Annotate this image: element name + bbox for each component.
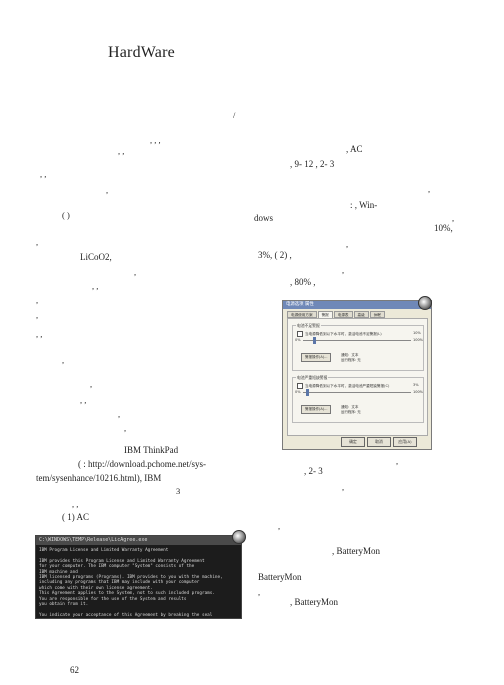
text-fragment: , 2- 3 [304, 466, 323, 476]
text-fragment: , , [92, 281, 99, 291]
low-battery-group: 电池不足警报 当电源降低到以下水平时，激活电池不足警报(L) 10% 0% 10… [292, 323, 424, 371]
text-fragment: , , , [150, 135, 161, 145]
console-line: IBM licensed programs (Programs). IBM pr… [39, 575, 223, 581]
console-title-bar: C:\WINDOWS\TEMP\Release\LicAgree.exe [36, 536, 241, 545]
slider-max-label: 100% [413, 390, 424, 394]
text-fragment: , , [40, 169, 47, 179]
text-fragment: , [118, 409, 121, 419]
text-fragment: , [62, 355, 65, 365]
figure-marker-icon [232, 530, 246, 544]
text-fragment: , [106, 185, 109, 195]
tab-power-meter[interactable]: 电源表 [333, 311, 353, 318]
page-number: 62 [70, 665, 79, 675]
text-fragment: , [342, 482, 345, 492]
text-fragment: , , [118, 146, 125, 156]
text-fragment: , 9- 12 , 2- 3 [290, 159, 335, 169]
text-fragment: , , [36, 329, 43, 339]
checkbox-box [297, 331, 303, 337]
low-battery-group-label: 电池不足警报 [296, 323, 321, 329]
console-line: You are responsible for the use of the S… [39, 596, 187, 602]
text-fragment: , AC [346, 144, 363, 154]
slider-max-label: 100% [413, 338, 424, 342]
text-fragment: , [36, 237, 39, 247]
console-line: for your computer. The IBM computer "Sys… [39, 564, 195, 570]
tab-power-schemes[interactable]: 电源使用方案 [287, 311, 317, 318]
critical-alarm-action-text: 通知: 文本 运行程序: 无 [341, 405, 361, 414]
text-fragment: , [134, 267, 137, 277]
text-fragment: ( ) [62, 210, 70, 220]
text-fragment: , BatteryMon [290, 597, 338, 607]
console-line: IBM Program License and Limited Warranty… [39, 548, 169, 553]
critical-battery-checkbox[interactable]: 当电源降低到以下水平时，激活电池严重短缺警报(C) [297, 383, 389, 389]
text-fragment: , , [80, 395, 87, 405]
console-line: including any programs that IBM may incl… [39, 580, 200, 586]
text-fragment: , 80% , [290, 277, 316, 287]
text-fragment: , [346, 239, 349, 249]
console-line: This Agreement applies to the System, no… [39, 591, 215, 597]
figure-marker-icon [418, 296, 432, 310]
critical-alarm-action-button[interactable]: 警报操作(A)... [301, 405, 332, 414]
power-options-dialog: 电源选项 属性 电源使用方案 警报 电源表 高级 休眠 电池不足警报 当电源降低… [282, 300, 432, 450]
critical-battery-slider[interactable] [303, 389, 411, 396]
ok-button[interactable]: 确定 [341, 437, 365, 447]
dialog-tabs: 电源使用方案 警报 电源表 高级 休眠 [287, 311, 385, 318]
critical-battery-group: 电池严重短缺警报 当电源降低到以下水平时，激活电池严重短缺警报(C) 3% 0%… [292, 375, 424, 423]
tab-hibernate[interactable]: 休眠 [369, 311, 385, 318]
critical-battery-check-label: 当电源降低到以下水平时，激活电池严重短缺警报(C) [305, 384, 390, 388]
text-fragment: : , Win- [350, 200, 378, 210]
text-fragment: , [258, 587, 261, 597]
console-line: you obtain from it. [39, 602, 89, 608]
text-fragment: tem/sysenhance/10216.html), IBM [36, 473, 162, 483]
tab-advanced[interactable]: 高级 [353, 311, 369, 318]
console-line: IBM machine and [39, 569, 78, 575]
tab-alarms[interactable]: 警报 [317, 311, 333, 318]
slider-thumb[interactable] [306, 389, 309, 396]
low-alarm-action-button[interactable]: 警报操作(A)... [301, 353, 332, 362]
critical-battery-group-label: 电池严重短缺警报 [296, 375, 329, 381]
low-battery-slider[interactable] [303, 337, 411, 344]
cancel-button[interactable]: 取消 [367, 437, 391, 447]
low-battery-value: 10% [413, 331, 421, 335]
low-alarm-action-text: 通知: 文本 运行程序: 无 [341, 353, 361, 362]
text-fragment: , [396, 456, 399, 466]
slider-min-label: 0% [295, 390, 301, 394]
text-fragment: , [124, 423, 127, 433]
page-title: HardWare [108, 44, 175, 61]
text-fragment: , [36, 310, 39, 320]
text-fragment: / [233, 110, 236, 120]
dialog-title-bar: 电源选项 属性 [283, 301, 431, 309]
license-console-window: C:\WINDOWS\TEMP\Release\LicAgree.exe IBM… [35, 535, 242, 619]
text-fragment: IBM ThinkPad [124, 445, 179, 455]
console-line: You indicate your acceptance of this Agr… [39, 612, 213, 617]
text-fragment: ( : http://download.pchome.net/sys- [78, 459, 206, 469]
low-battery-check-label: 当电源降低到以下水平时，激活电池不足警报(L) [305, 332, 382, 336]
text-fragment: 3%, ( 2) , [258, 250, 292, 260]
text-fragment: , [452, 213, 455, 223]
text-fragment: dows [254, 213, 274, 223]
text-fragment: , [342, 265, 345, 275]
checkbox-box [297, 383, 303, 389]
slider-min-label: 0% [295, 338, 301, 342]
text-fragment: BatteryMon [258, 572, 302, 582]
text-fragment: , BatteryMon [332, 546, 380, 556]
console-line: which come with their own license agreem… [39, 585, 153, 591]
text-fragment: 10%, [434, 223, 453, 233]
text-fragment: ( 1) AC [62, 512, 89, 522]
text-fragment: , [90, 379, 93, 389]
text-fragment: , [278, 521, 281, 531]
text-fragment: , [428, 184, 431, 194]
text-fragment: , , [72, 499, 79, 509]
low-battery-checkbox[interactable]: 当电源降低到以下水平时，激活电池不足警报(L) [297, 331, 382, 337]
console-text: IBM Program License and Limited Warranty… [36, 545, 241, 617]
text-fragment: , [36, 295, 39, 305]
slider-thumb[interactable] [313, 337, 316, 344]
alarms-panel: 电池不足警报 当电源降低到以下水平时，激活电池不足警报(L) 10% 0% 10… [287, 318, 428, 436]
console-line: IBM provides this Program License and Li… [39, 558, 205, 564]
apply-button[interactable]: 应用(A) [393, 437, 417, 447]
text-fragment: LiCoO2, [80, 252, 112, 262]
text-fragment: 3 [176, 486, 181, 496]
critical-battery-value: 3% [413, 383, 419, 387]
